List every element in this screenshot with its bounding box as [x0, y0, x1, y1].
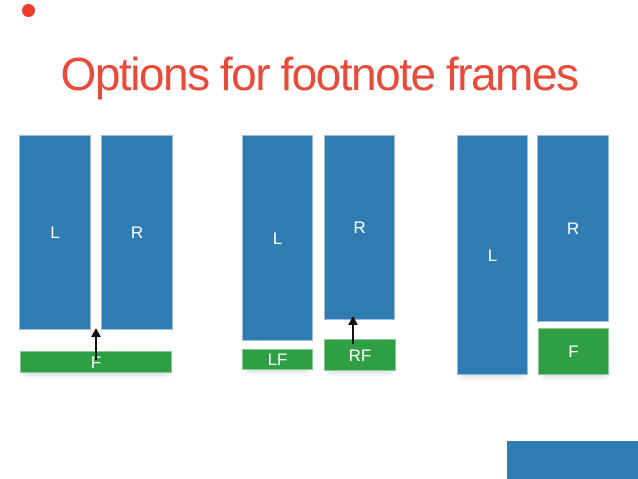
- left-footnote-frame: LF: [242, 349, 313, 370]
- arrow-up-icon: [91, 328, 101, 360]
- frame-label: R: [353, 218, 366, 237]
- frame-label: R: [566, 219, 580, 238]
- right-column-frame: R: [324, 135, 395, 320]
- frame-label: F: [568, 342, 579, 361]
- red-dot-icon: [22, 4, 35, 17]
- left-column-frame: L: [242, 135, 313, 341]
- frame-label: LF: [267, 350, 288, 369]
- frame-label: F: [90, 352, 102, 372]
- slide-title: Options for footnote frames: [60, 48, 579, 100]
- footnote-frame: F: [538, 328, 609, 375]
- bottom-right-blue-bar: [507, 441, 638, 479]
- frame-label: L: [50, 223, 60, 242]
- frame-label: L: [487, 245, 498, 265]
- right-column-frame: R: [537, 135, 609, 322]
- arrow-up-icon: [348, 316, 358, 344]
- left-column-frame: L: [457, 135, 528, 375]
- right-footnote-frame: RF: [324, 339, 396, 371]
- left-column-frame: L: [19, 135, 91, 330]
- frame-label: RF: [348, 345, 372, 365]
- right-column-frame: R: [101, 135, 173, 330]
- frame-label: L: [272, 228, 283, 248]
- frame-label: R: [130, 223, 144, 242]
